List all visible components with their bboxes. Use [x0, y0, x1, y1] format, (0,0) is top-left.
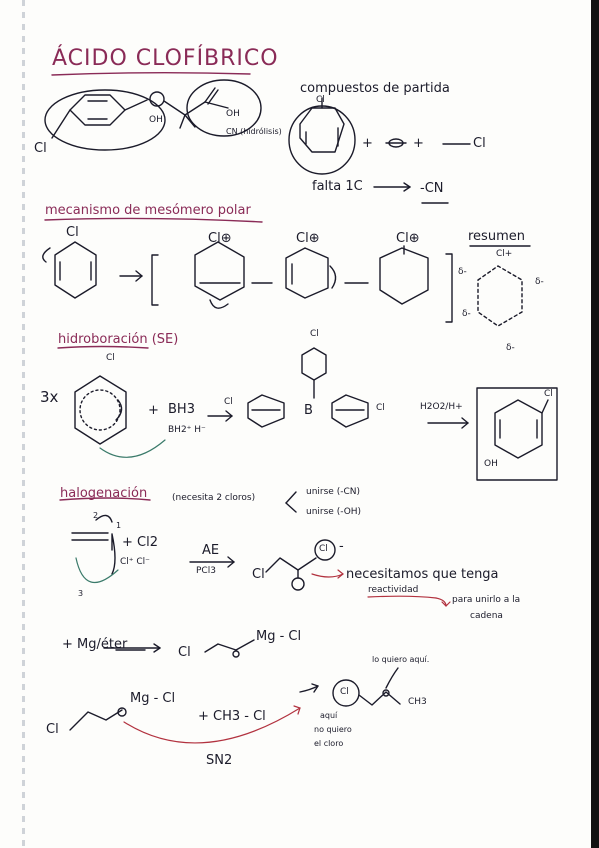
hydroboration-oxidant: H2O2/H+	[420, 402, 463, 412]
halogenation-species: Cl⁺ Cl⁻	[120, 557, 150, 567]
mesomeric-cl-plus-3: Cl⊕	[396, 231, 420, 246]
grignard-cl: Cl	[178, 645, 191, 660]
page-title: ÁCIDO CLOFÍBRICO	[52, 46, 279, 71]
grignard-mg: Mg - Cl	[256, 629, 302, 644]
halogenation-minus: -	[339, 539, 344, 554]
clofibric-acid-structure	[44, 79, 262, 151]
halogenation-cl-circled: Cl	[319, 544, 328, 554]
step-1: 1	[116, 521, 122, 530]
hydroboration-reagent: BH3	[168, 402, 195, 417]
halogenation-need: necesitamos que tenga	[346, 567, 499, 582]
mesomeric-cl-plus-2: Cl⊕	[296, 231, 320, 246]
delta-1: δ-	[458, 267, 467, 277]
halogenation-underline	[59, 497, 151, 501]
mesomeric-rings	[42, 241, 531, 327]
delta-3: δ-	[462, 309, 471, 319]
product-cl: Cl	[544, 389, 553, 399]
halogenation-cadena: cadena	[470, 611, 503, 621]
product-oh: OH	[484, 459, 498, 469]
hydroboration-intermediate: BH2⁺ H⁻	[168, 425, 206, 435]
hydroboration-drawing	[74, 347, 558, 481]
delta-4: δ-	[506, 343, 515, 353]
starting-cl-on-ring: Cl	[316, 95, 325, 105]
hydroboration-cl-left: Cl	[224, 397, 233, 407]
starting-heading: compuestos de partida	[300, 81, 450, 96]
ring-circle	[44, 89, 166, 151]
delta-2: δ-	[535, 277, 544, 287]
hydroboration-multiplier: 3x	[40, 388, 59, 406]
sn2-drawing	[69, 667, 401, 744]
starting-ring	[288, 97, 471, 204]
halogenation-reactividad: reactividad	[368, 585, 419, 595]
structure-oh2-label: OH	[226, 109, 240, 119]
hydroboration-cl-top: Cl	[310, 329, 319, 339]
halogenation-reagent: + Cl2	[122, 535, 158, 550]
spiral-binding	[22, 0, 25, 848]
hydroboration-cl-ring: Cl	[106, 353, 115, 363]
sn2-aqui: aquí	[320, 711, 338, 720]
benzene-ring	[69, 94, 126, 126]
sn2-el-cloro: el cloro	[314, 739, 344, 748]
mech-below: PCl3	[196, 566, 216, 576]
mesomeric-cl-plus-1: Cl⊕	[208, 231, 232, 246]
sn2-cl-left: Cl	[46, 722, 59, 737]
halogenation-heading: halogenación	[60, 486, 148, 501]
halogenation-branch-2: unirse (-OH)	[306, 507, 362, 517]
starting-cl-right: Cl	[473, 136, 486, 151]
sn2-ch3: CH3	[408, 697, 427, 707]
hydroboration-plus: +	[148, 403, 159, 418]
halogenation-branch-1: unirse (-CN)	[306, 487, 360, 497]
sn2-no-quiero: no quiero	[314, 725, 352, 734]
page-edge	[591, 0, 599, 848]
mesomeric-heading: mecanismo de mesómero polar	[45, 203, 251, 218]
hydroboration-underline	[57, 345, 149, 349]
grignard-reagent: + Mg/éter	[62, 637, 128, 652]
sn2-circled-cl: Cl	[340, 687, 349, 697]
falta-label: falta 1C	[312, 179, 363, 194]
halogenation-cl-product: Cl	[252, 567, 265, 582]
resumen-cl-plus: Cl+	[496, 249, 513, 259]
starting-plus-2: +	[413, 136, 424, 151]
resumen-label: resumen	[468, 229, 525, 244]
mesomeric-underline	[44, 217, 263, 223]
sn2-lo-quiero: lo quiero aquí.	[372, 655, 430, 664]
starting-plus-1: +	[362, 136, 373, 151]
falta-target: -CN	[420, 181, 444, 196]
sn2-mg: Mg - Cl	[130, 691, 176, 706]
hydroboration-boron: B	[304, 403, 313, 418]
structure-oh1-label: OH	[149, 115, 163, 125]
structure-cn-note: CN (hidrólisis)	[226, 127, 282, 136]
halogenation-para-unirlo: para unirlo a la	[452, 595, 521, 605]
sn2-mechanism: SN2	[206, 753, 233, 768]
title-underline	[51, 72, 251, 76]
cooh-circle	[186, 79, 262, 137]
sn2-plus-reagent: + CH3 - Cl	[198, 709, 266, 724]
step-3: 3	[78, 589, 84, 598]
mech-above: AE	[202, 543, 220, 558]
grignard-drawing	[103, 639, 255, 658]
mesomeric-cl-start: Cl	[66, 225, 79, 240]
hydroboration-cl-right: Cl	[376, 403, 385, 413]
halogenation-note: (necesita 2 cloros)	[172, 493, 256, 503]
step-2: 2	[93, 511, 99, 520]
structure-cl-label: Cl	[34, 141, 47, 156]
hydroboration-heading: hidroboración (SE)	[58, 332, 179, 347]
oxygen-circle	[149, 91, 165, 107]
halogenation-drawing	[71, 491, 451, 607]
